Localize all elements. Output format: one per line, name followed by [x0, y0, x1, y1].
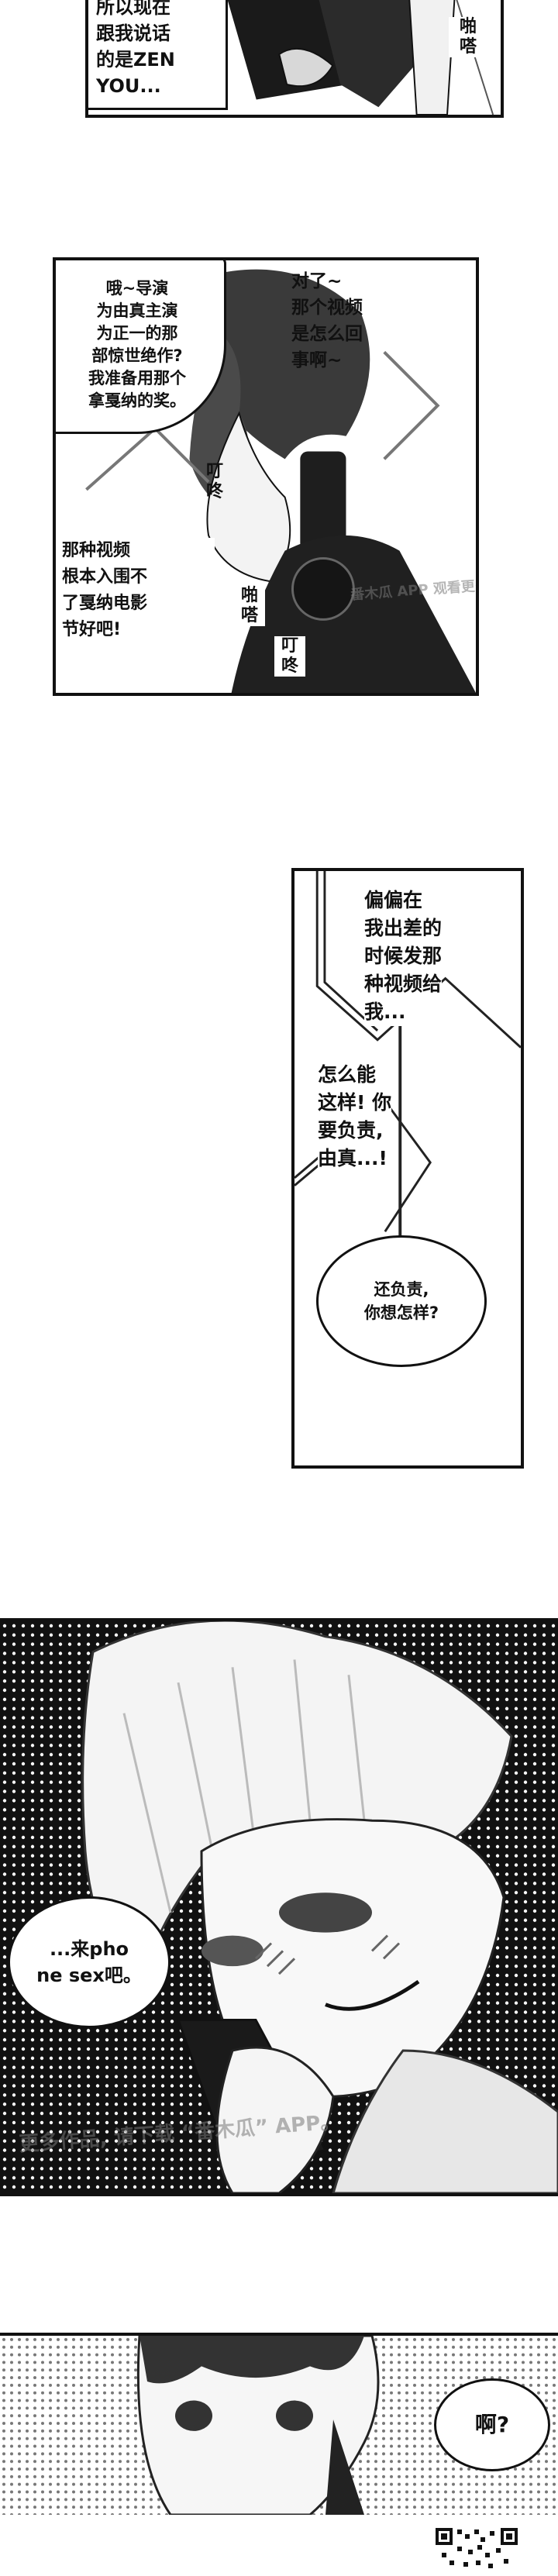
- sound-effect-ding-2: 叮 咚: [274, 636, 305, 677]
- speech-text: 啊?: [474, 2412, 510, 2437]
- caption-box: 所以现在 跟我说话 的是ZEN YOU...: [88, 0, 228, 110]
- comic-panel-2: 哦~导演 为由真主演 为正一的那 部惊世绝作? 我准备用那个 拿戛纳的奖。 对了…: [53, 257, 479, 696]
- caption-text: 所以现在 跟我说话 的是ZEN YOU...: [96, 0, 175, 97]
- comic-panel-4: ...来pho ne sex吧。 更多作品, 请下载 “番木瓜” APP。: [0, 1618, 558, 2196]
- speech-text: 还负责, 你想怎样?: [363, 1280, 439, 1322]
- speech-text: ...来pho ne sex吧。: [36, 1938, 142, 1986]
- sound-effect: 啪 嗒: [449, 17, 487, 57]
- sound-effect-pa: 啪 嗒: [234, 586, 265, 626]
- speech-bubble-left: 哦~导演 为由真主演 为正一的那 部惊世绝作? 我准备用那个 拿戛纳的奖。: [56, 260, 226, 434]
- qr-code[interactable]: [434, 2526, 519, 2573]
- speech-text: 哦~导演 为由真主演 为正一的那 部惊世绝作? 我准备用那个 拿戛纳的奖。: [88, 279, 186, 410]
- speech-bubble: 还负责, 你想怎样?: [316, 1235, 487, 1367]
- speech-bubble: ...来pho ne sex吧。: [8, 1896, 170, 2028]
- caption-text: 怎么能 这样! 你 要负责, 由真...!: [318, 1061, 392, 1173]
- caption-text: 对了~ 那个视频 是怎么回 事啊~: [291, 271, 363, 370]
- caption-box-bottom: 那种视频 根本入围不 了戛纳电影 节好吧!: [56, 538, 215, 693]
- comic-panel-1: 所以现在 跟我说话 的是ZEN YOU... 啪 嗒: [85, 0, 504, 118]
- panel-4-artwork: [0, 1621, 558, 2193]
- sound-effect-ding-1: 叮 咚: [205, 462, 223, 501]
- caption-text: 那种视频 根本入围不 了戛纳电影 节好吧!: [62, 541, 148, 639]
- comic-panel-3: 偏偏在 我出差的 时候发那 种视频给 我... 怎么能 这样! 你 要负责, 由…: [291, 868, 524, 1469]
- qr-code-graphic: [434, 2526, 519, 2573]
- caption-text: 偏偏在 我出差的 时候发那 种视频给 我...: [364, 887, 443, 1026]
- caption-box-top: 偏偏在 我出差的 时候发那 种视频给 我...: [364, 887, 519, 1042]
- comic-panel-5: 啊?: [0, 2333, 558, 2515]
- caption-box-mid: 怎么能 这样! 你 要负责, 由真...!: [318, 1061, 473, 1185]
- caption-box-right: 对了~ 那个视频 是怎么回 事啊~: [288, 268, 405, 408]
- speech-bubble: 啊?: [434, 2378, 550, 2471]
